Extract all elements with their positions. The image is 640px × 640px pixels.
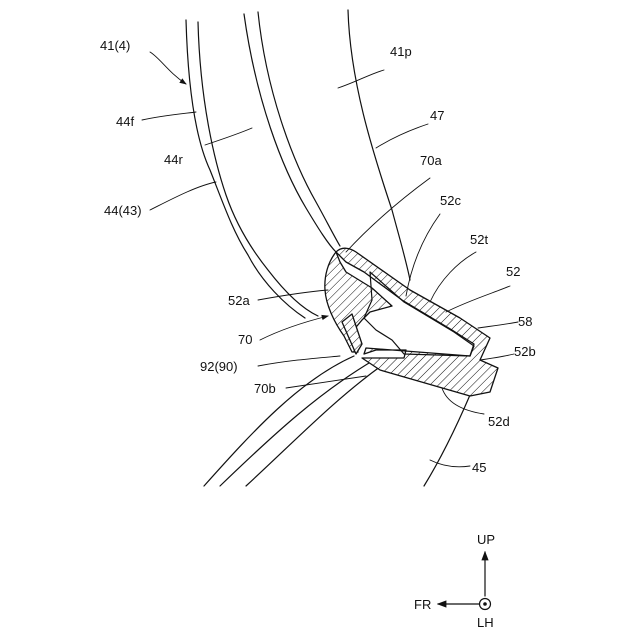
label-70b: 70b <box>254 381 276 396</box>
leader-44-43 <box>150 182 216 210</box>
leader-52 <box>446 286 510 312</box>
label-41-4: 41(4) <box>100 38 130 53</box>
panel-44f-outer-line <box>186 20 305 318</box>
panel-lower-front-line-a <box>204 356 354 486</box>
leader-lines <box>142 52 518 467</box>
leader-44f <box>142 112 196 120</box>
lh-dot-icon <box>483 602 487 606</box>
label-44-43: 44(43) <box>104 203 142 218</box>
label-41p: 41p <box>390 44 412 59</box>
label-44r: 44r <box>164 152 183 167</box>
label-44f: 44f <box>116 114 134 129</box>
label-58: 58 <box>518 314 532 329</box>
label-70: 70 <box>238 332 252 347</box>
label-92-90: 92(90) <box>200 359 238 374</box>
panel-44r-line <box>244 14 336 252</box>
leader-44r <box>205 128 252 145</box>
leader-41-4 <box>150 52 186 84</box>
label-52t: 52t <box>470 232 488 247</box>
label-52a: 52a <box>228 293 250 308</box>
leader-52b <box>480 354 514 360</box>
label-52c: 52c <box>440 193 461 208</box>
label-52: 52 <box>506 264 520 279</box>
leader-52t <box>430 252 476 302</box>
compass-fr-label: FR <box>414 597 431 612</box>
leader-47 <box>376 124 428 148</box>
leader-41p <box>338 70 384 88</box>
reference-labels: 41(4) 41p 47 44f 44r 44(43) 70a 52c 52t … <box>100 38 536 475</box>
compass-lh-label: LH <box>477 615 494 630</box>
label-52b: 52b <box>514 344 536 359</box>
label-47: 47 <box>430 108 444 123</box>
leader-92-90 <box>258 356 340 366</box>
leader-58 <box>478 322 518 328</box>
pillar-outlines <box>186 10 470 486</box>
label-52d: 52d <box>488 414 510 429</box>
leader-70 <box>260 316 328 340</box>
label-70a: 70a <box>420 153 442 168</box>
panel-lower-front-line-b <box>220 360 374 486</box>
leader-70b <box>286 376 366 388</box>
direction-compass: UP FR LH <box>414 532 495 630</box>
leader-70a <box>346 178 430 252</box>
leader-52c <box>406 214 440 296</box>
compass-up-label: UP <box>477 532 495 547</box>
label-45: 45 <box>472 460 486 475</box>
